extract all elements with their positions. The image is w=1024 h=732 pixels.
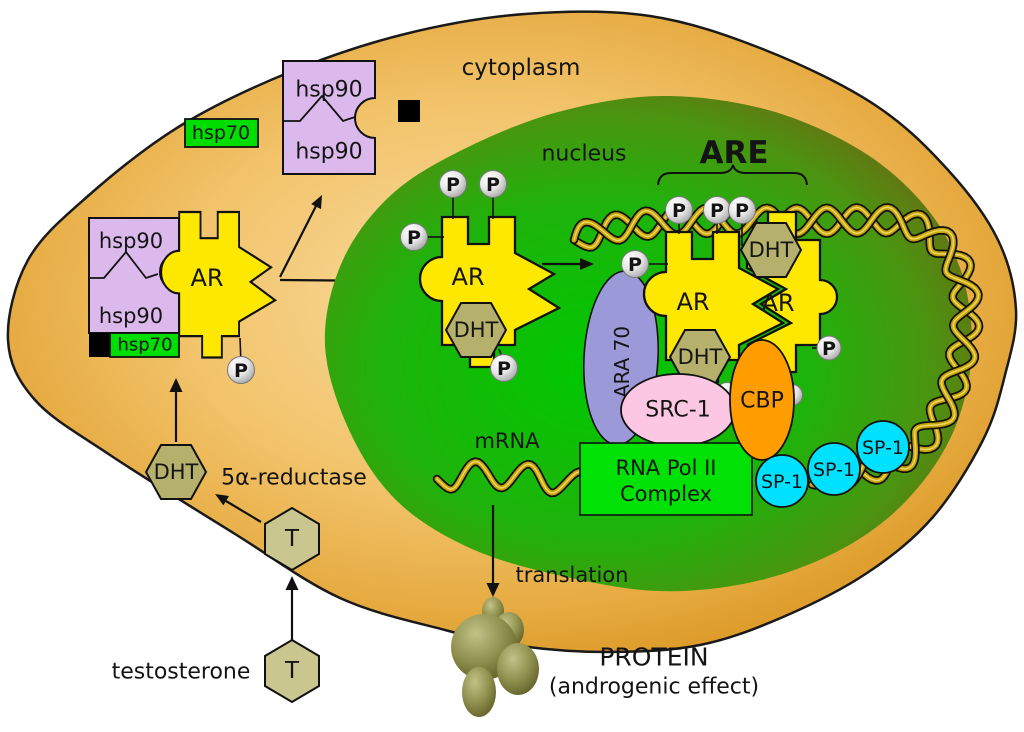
- inhibitor-square-free: [398, 100, 420, 122]
- sp1-label-3: SP-1: [862, 437, 904, 459]
- phosphate-circles: P P P P P P P P P P: [227, 170, 842, 384]
- phosphate-circle: [439, 170, 467, 198]
- svg-text:P: P: [446, 174, 460, 196]
- svg-text:P: P: [822, 338, 836, 360]
- hsp70-complex-label: hsp70: [117, 335, 172, 356]
- svg-text:P: P: [735, 200, 749, 222]
- ar-shape-cytoplasm: [160, 210, 278, 359]
- protein-label: PROTEIN: [599, 643, 708, 672]
- inhibitor-square-complex: [89, 333, 110, 357]
- phosphate-circle: [479, 170, 507, 198]
- hsp90-dimer-box: hsp90 hsp90: [282, 60, 376, 175]
- dht-nuclear-label: DHT: [454, 318, 499, 342]
- svg-text:P: P: [672, 200, 686, 222]
- cytoplasm-label: cytoplasm: [462, 55, 581, 81]
- testosterone-label: testosterone: [112, 660, 251, 685]
- nucleus-label: nucleus: [541, 142, 626, 167]
- phosphate-circle: [728, 196, 756, 224]
- ar-nuclear-label: AR: [451, 263, 484, 291]
- reductase-label: 5α-reductase: [221, 466, 367, 491]
- cbp-ellipse: [729, 339, 795, 461]
- svg-text:P: P: [486, 174, 500, 196]
- t-low-label: T: [284, 658, 300, 684]
- hsp70-free: hsp70: [184, 118, 259, 148]
- dht-hexagon-dimer-top: [739, 222, 803, 278]
- ar-dimer: AR AR DHT DHT: [642, 210, 839, 385]
- ar-dimer-left-label: AR: [676, 288, 709, 316]
- t-hexagon-low: [264, 638, 320, 704]
- arrow-t-to-dht: [215, 494, 262, 523]
- arrow-ar-to-complex: [542, 258, 594, 270]
- hsp90-dimer-bottom-label: hsp90: [295, 140, 362, 165]
- arrow-to-hsp90-dimer: [279, 195, 322, 278]
- sp1-label-2: SP-1: [813, 459, 855, 481]
- hsp90-complex-bottom-label: hsp90: [99, 304, 163, 328]
- sp1-label-1: SP-1: [761, 471, 803, 493]
- svg-text:P: P: [710, 200, 724, 222]
- sp1-group: SP-1 SP-1 SP-1: [755, 420, 910, 508]
- dht-hexagon-free: [144, 444, 208, 500]
- rna-pol-label-line2: Complex: [620, 482, 712, 506]
- mrna-strand: [432, 457, 592, 498]
- ar-cytoplasm-label: AR: [190, 264, 223, 292]
- ar-hsp-complex: hsp90 hsp90 hsp70 AR: [88, 210, 278, 365]
- ar-nuclear: AR DHT: [418, 196, 562, 369]
- arrow-t-up: [285, 576, 299, 641]
- sp1-circle-1: [755, 454, 809, 508]
- src1-label: SRC-1: [645, 398, 710, 423]
- dht-dimer-bottom-label: DHT: [678, 345, 723, 369]
- mrna-label: mRNA: [474, 429, 540, 453]
- ar-dimer-right-label: AR: [761, 289, 794, 317]
- are-label: ARE: [699, 135, 768, 171]
- svg-text:P: P: [497, 358, 511, 380]
- protein-sublabel: (androgenic effect): [549, 675, 759, 700]
- sp1-circle-3: [856, 420, 910, 474]
- translation-label: translation: [516, 563, 629, 587]
- dht-free-label: DHT: [154, 460, 199, 484]
- cbp-label: CBP: [740, 389, 784, 414]
- arrow-dht-up: [169, 378, 183, 442]
- hsp90-dimer-top-label: hsp90: [295, 78, 362, 103]
- t-hexagon-mid: [264, 506, 320, 572]
- rna-pol-label-line1: RNA Pol II: [615, 456, 716, 480]
- phosphate-circle: [400, 223, 428, 251]
- protein-blobs: [451, 597, 539, 717]
- phosphate-circle: [816, 335, 842, 361]
- ara70-label: ARA 70: [610, 326, 634, 398]
- dht-hexagon-nuclear: [444, 302, 508, 358]
- phosphate-circle: [227, 356, 255, 384]
- are-brace: [657, 164, 808, 186]
- testosterone-pathway: DHT 5α-reductase T T testosterone: [112, 378, 367, 704]
- phosphate-circle: [665, 196, 693, 224]
- phosphate-circle: [490, 354, 518, 382]
- phosphate-circle: [621, 250, 649, 278]
- hsp70-free-label: hsp70: [192, 122, 250, 144]
- hsp90-complex-top-label: hsp90: [99, 229, 163, 253]
- translation-arrow: [486, 505, 500, 597]
- rna-pol-box: [579, 442, 753, 516]
- svg-text:P: P: [628, 254, 642, 276]
- sp1-circle-2: [807, 442, 861, 496]
- t-mid-label: T: [284, 526, 300, 552]
- dht-dimer-top-label: DHT: [749, 238, 794, 262]
- svg-text:P: P: [407, 227, 421, 249]
- svg-text:P: P: [234, 360, 248, 382]
